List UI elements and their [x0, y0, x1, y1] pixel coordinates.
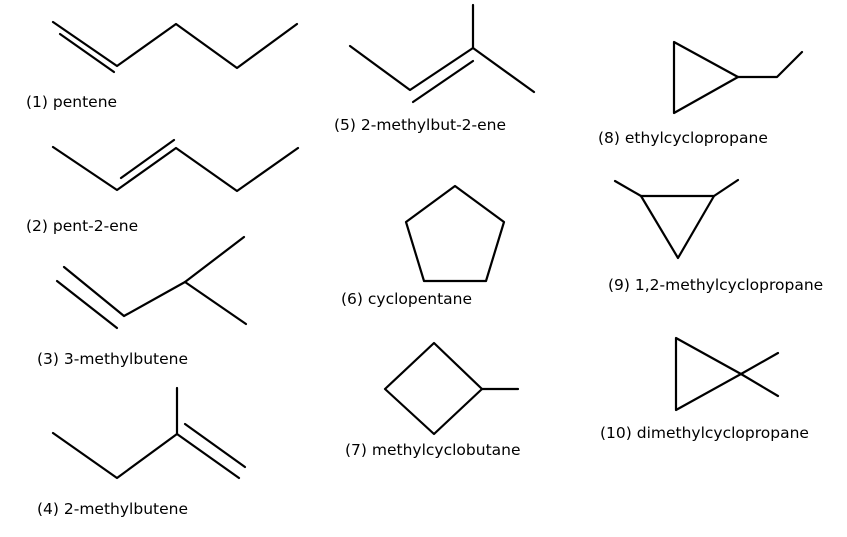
structure-9-label: (9) 1,2-methylcyclopropane [608, 276, 824, 294]
structure-8-label: (8) ethylcyclopropane [598, 129, 768, 147]
structure-2-pent-2-ene [51, 138, 300, 193]
structure-2-label: (2) pent-2-ene [26, 217, 139, 235]
structure-6-cyclopentane [404, 184, 506, 283]
structure-3-3-methylbutene [55, 235, 248, 330]
structure-7-methylcyclobutane [383, 341, 520, 436]
structure-5-label: (5) 2-methylbut-2-ene [334, 116, 507, 134]
structure-9-1-2-methylcyclopropane [613, 178, 740, 260]
structure-5-2-methylbut-2-ene [348, 3, 536, 104]
structure-8-ethylcyclopropane [672, 40, 804, 115]
structure-10-dimethylcyclopropane [674, 336, 780, 412]
structure-4-label: (4) 2-methylbutene [37, 500, 188, 518]
structure-6-label: (6) cyclopentane [341, 290, 473, 308]
structure-4-2-methylbutene [51, 386, 247, 480]
structure-1-label: (1) pentene [26, 93, 118, 111]
structure-10-label: (10) dimethylcyclopropane [600, 424, 809, 442]
structure-1-pentene [51, 20, 299, 74]
structure-3-label: (3) 3-methylbutene [37, 350, 188, 368]
structure-7-label: (7) methylcyclobutane [345, 441, 521, 459]
